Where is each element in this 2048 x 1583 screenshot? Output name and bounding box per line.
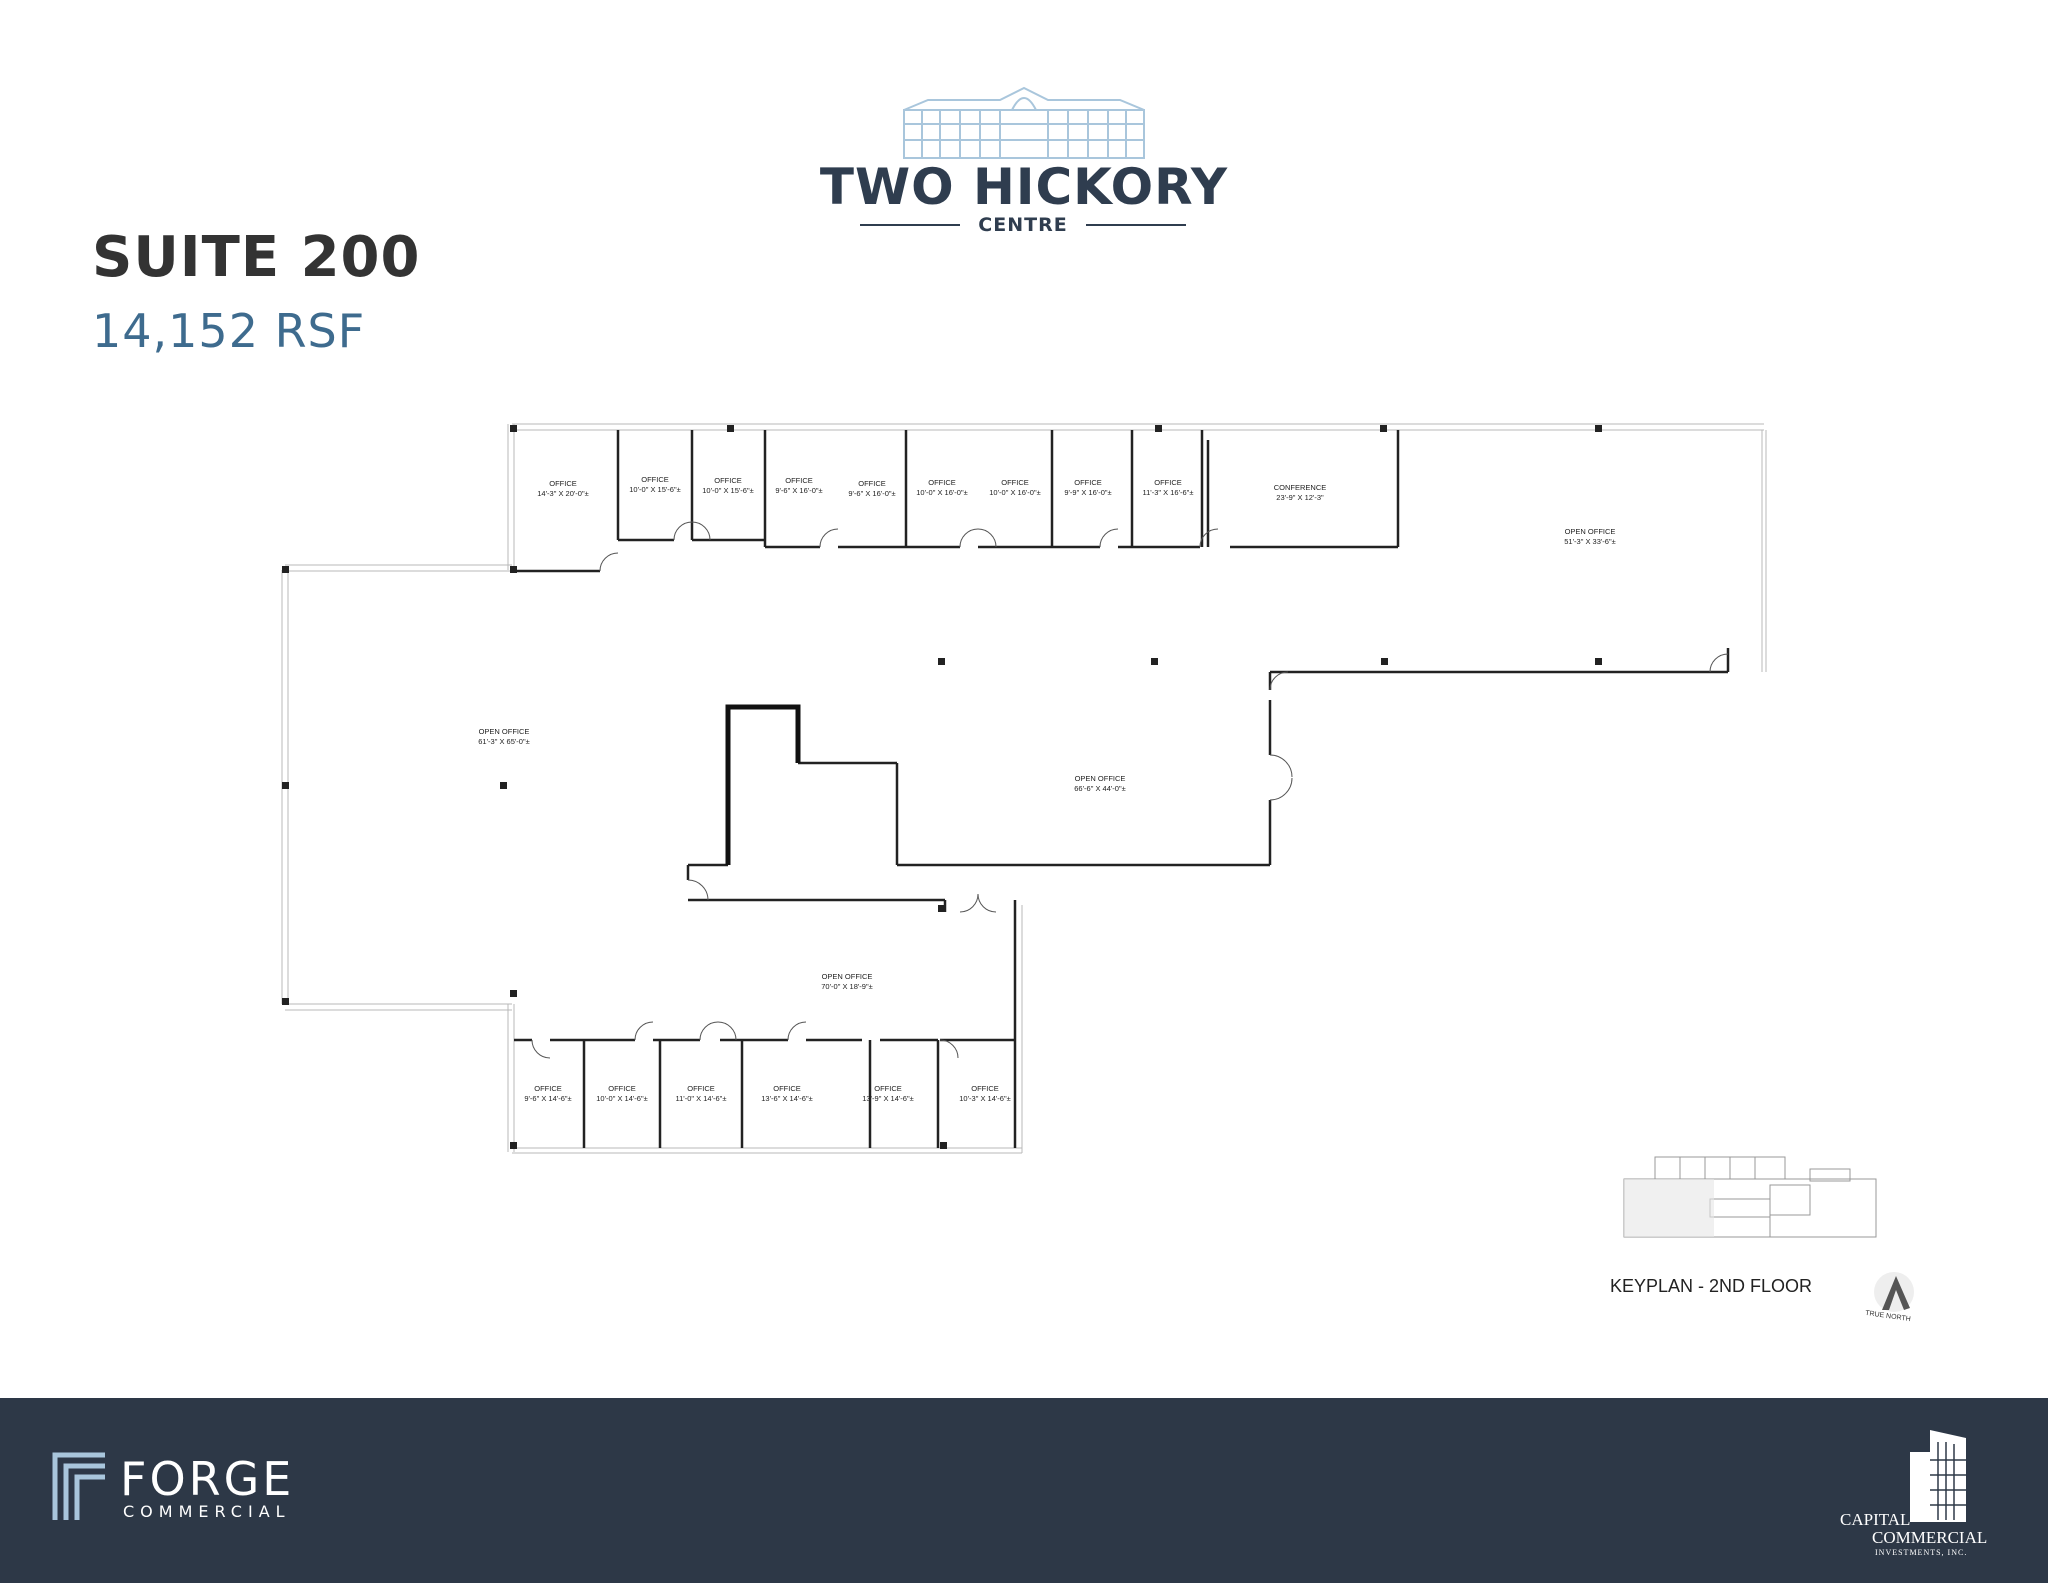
keyplan-label: KEYPLAN - 2ND FLOOR <box>1610 1276 1813 1296</box>
window-strips <box>281 423 1767 1154</box>
room-size: 11'-3" X 16'-6"± <box>1143 488 1194 497</box>
room-size: 13'-9" X 14'-6"± <box>862 1094 914 1103</box>
capital-logo-line1: CAPITAL <box>1840 1510 1911 1529</box>
room-name: OFFICE <box>928 478 956 487</box>
room-name: OFFICE <box>785 476 813 485</box>
room-name: OPEN OFFICE <box>822 972 873 981</box>
room-name: OFFICE <box>858 479 886 488</box>
suite-title: SUITE 200 <box>92 225 421 290</box>
footer-bar <box>0 1398 2048 1583</box>
room-size: 9'-6" X 14'-6"± <box>524 1094 571 1103</box>
room-size: 10'-0" X 14'-6"± <box>596 1094 648 1103</box>
room-name: OPEN OFFICE <box>479 727 530 736</box>
room-size: 10'-0" X 15'-6"± <box>702 486 754 495</box>
room-name: OFFICE <box>641 475 669 484</box>
room-name: OFFICE <box>1154 478 1182 487</box>
room-size: 9'-6" X 16'-0"± <box>848 489 895 498</box>
door-swings <box>531 521 1729 1059</box>
room-size: 23'-9" X 12'-3" <box>1276 493 1324 502</box>
building-logo-icon <box>903 86 1145 159</box>
capital-logo-icon <box>1910 1430 1966 1522</box>
north-arrow-icon <box>1874 1272 1914 1312</box>
room-size: 9'-9" X 16'-0"± <box>1064 488 1111 497</box>
room-size: 70'-0" X 18'-9"± <box>821 982 873 991</box>
room-labels: OFFICE 14'-3" X 20'-0"± OFFICE 10'-0" X … <box>478 475 1616 1103</box>
room-name: OFFICE <box>549 479 577 488</box>
room-name: OFFICE <box>971 1084 999 1093</box>
keyplan-thumbnail <box>1623 1156 1877 1238</box>
room-name: OFFICE <box>608 1084 636 1093</box>
room-name: OPEN OFFICE <box>1565 527 1616 536</box>
brand-subtitle-row: CENTRE <box>860 212 1186 238</box>
suite-area: 14,152 RSF <box>92 304 366 358</box>
room-size: 66'-6" X 44'-0"± <box>1074 784 1126 793</box>
room-name: OFFICE <box>1074 478 1102 487</box>
brand-title: TWO HICKORY <box>819 158 1229 216</box>
room-name: OFFICE <box>714 476 742 485</box>
room-name: OFFICE <box>687 1084 715 1093</box>
room-size: 61'-3" X 65'-0"± <box>478 737 530 746</box>
core-walls <box>725 704 801 865</box>
room-name: OFFICE <box>773 1084 801 1093</box>
capital-logo-line2: COMMERCIAL <box>1872 1528 1988 1547</box>
room-name: OFFICE <box>874 1084 902 1093</box>
room-name: CONFERENCE <box>1274 483 1327 492</box>
columns <box>282 425 1602 1149</box>
capital-logo-line3: INVESTMENTS, INC. <box>1875 1548 1968 1557</box>
divider <box>1085 224 1186 226</box>
room-size: 10'-0" X 15'-6"± <box>629 485 681 494</box>
room-size: 13'-6" X 14'-6"± <box>761 1094 813 1103</box>
brand-subtitle: CENTRE <box>978 214 1068 236</box>
forge-logo-sub: COMMERCIAL <box>123 1502 291 1521</box>
forge-logo-name: FORGE <box>120 1452 295 1506</box>
room-size: 10'-0" X 16'-0"± <box>916 488 968 497</box>
room-size: 14'-3" X 20'-0"± <box>537 489 589 498</box>
forge-logo-icon <box>52 1452 105 1520</box>
room-name: OFFICE <box>534 1084 562 1093</box>
room-name: OFFICE <box>1001 478 1029 487</box>
room-size: 10'-0" X 16'-0"± <box>989 488 1041 497</box>
room-size: 51'-3" X 33'-6"± <box>1564 537 1616 546</box>
room-size: 11'-0" X 14'-6"± <box>676 1094 727 1103</box>
room-size: 10'-3" X 14'-6"± <box>959 1094 1011 1103</box>
room-name: OPEN OFFICE <box>1075 774 1126 783</box>
walls <box>514 430 1730 1148</box>
room-size: 9'-6" X 16'-0"± <box>775 486 822 495</box>
divider <box>860 224 961 226</box>
